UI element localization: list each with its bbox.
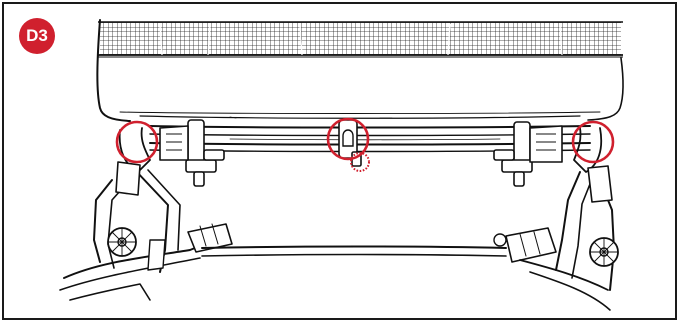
crossbar	[201, 245, 507, 257]
right-leg-frame	[493, 127, 619, 311]
highlight-markers	[115, 117, 615, 172]
left-clamp	[159, 119, 225, 187]
right-fold-joint-highlight	[571, 120, 615, 164]
step-badge: D3	[18, 17, 56, 55]
mesh-panel	[98, 21, 623, 58]
center-latch-button-highlight	[350, 152, 370, 172]
left-leg-frame	[59, 127, 233, 301]
bassinet-body	[96, 19, 624, 122]
step-badge-circle	[19, 18, 55, 54]
right-clamp	[493, 121, 563, 187]
left-fold-joint-highlight	[115, 120, 159, 164]
center-latch-highlight	[326, 117, 370, 161]
step-label: D3	[26, 26, 48, 45]
